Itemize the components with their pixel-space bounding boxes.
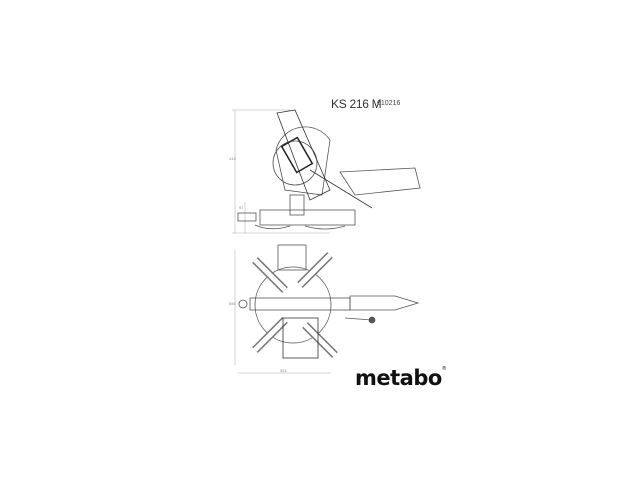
logo-text: metabo <box>355 366 442 390</box>
side-view <box>232 109 421 234</box>
registered-mark: ® <box>441 366 447 372</box>
dimension-top-depth: 555 <box>229 301 236 306</box>
top-view <box>234 244 420 374</box>
model-title: KS 216 M <box>331 97 382 111</box>
dimension-side-base-height: 97 <box>239 205 244 210</box>
dimension-top-width: 351 <box>280 368 287 373</box>
dimension-side-height: 415 <box>229 156 236 161</box>
metabo-logo: metabo® <box>355 366 447 390</box>
order-number: 610216 <box>377 100 401 107</box>
